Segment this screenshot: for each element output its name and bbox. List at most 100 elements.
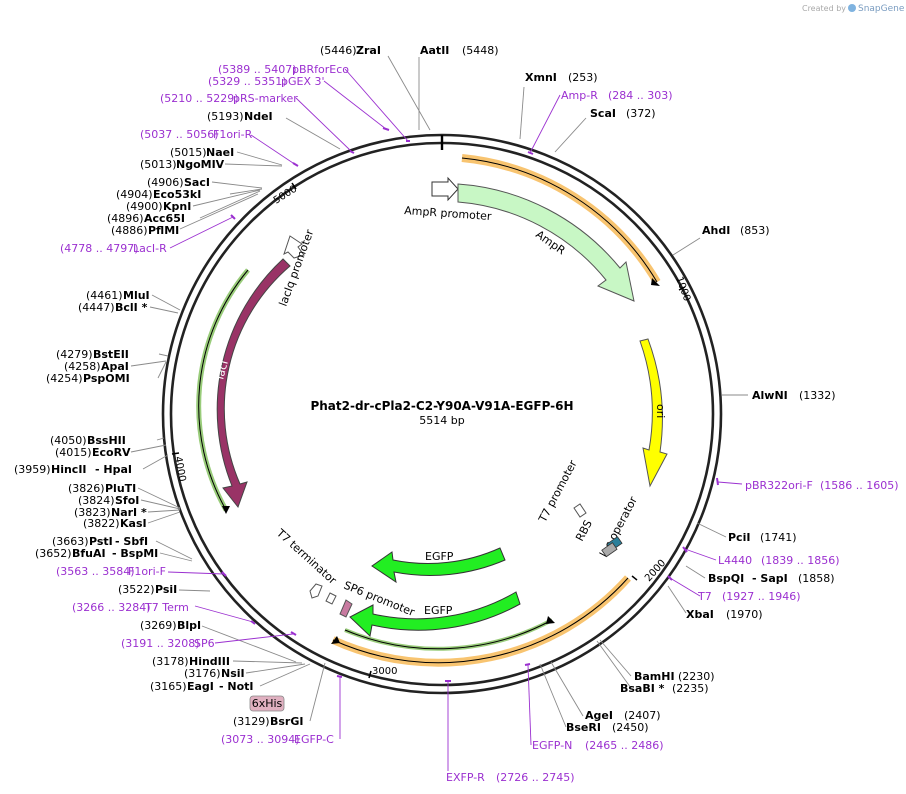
site-acc65i-pos: (4896) bbox=[107, 212, 144, 225]
site-apai-pos: (4258) bbox=[64, 360, 101, 373]
site-bsabi-pos: (2235) bbox=[672, 682, 709, 695]
site-bseri-name: BseRI bbox=[566, 721, 601, 734]
site-bcli-name: BclI * bbox=[115, 301, 148, 314]
site-agei-name: AgeI bbox=[585, 709, 613, 722]
site-mlui-pos: (4461) bbox=[86, 289, 123, 302]
site-xbai-pos: (1970) bbox=[726, 608, 763, 621]
site-zrai-pos: (5446) bbox=[320, 44, 357, 57]
primer-prsmarker-range: (5210 .. 5229) bbox=[160, 92, 239, 105]
site-bsteii-pos: (4279) bbox=[56, 348, 93, 361]
site-bcli-pos: (4447) bbox=[78, 301, 115, 314]
primer-l4440-name: L4440 bbox=[718, 554, 752, 567]
site-hindiii-pos: (3178) bbox=[152, 655, 189, 668]
site-bsrgi-name: BsrGI bbox=[270, 715, 303, 728]
primer-f1orir-range: (5037 .. 5056) bbox=[140, 128, 219, 141]
primer-pbrforeco-range: (5389 .. 5407) bbox=[218, 63, 297, 76]
site-blpi-name: BlpI bbox=[177, 619, 201, 632]
label-ampr-promoter: AmpR promoter bbox=[404, 204, 493, 223]
site-apai-name: ApaI bbox=[101, 360, 129, 373]
site-ahdi-name: AhdI bbox=[702, 224, 730, 237]
site-bfuai-pos: (3652) bbox=[35, 547, 72, 560]
label-sp6-promoter: SP6 promoter bbox=[342, 579, 417, 619]
tick-1000: 1000 bbox=[673, 275, 692, 303]
primer-sp6-range: (3191 .. 3208) bbox=[121, 637, 200, 650]
site-nsii-pos: (3176) bbox=[184, 667, 221, 680]
backbone bbox=[161, 133, 723, 695]
egfp-feature-2 bbox=[349, 591, 521, 637]
primer-sp6-name: SP6 bbox=[194, 637, 215, 650]
primer-t7term-range: (3266 .. 3284) bbox=[72, 601, 151, 614]
site-bseri-pos: (2450) bbox=[612, 721, 649, 734]
site-pluti-pos: (3826) bbox=[68, 482, 105, 495]
primer-pgex3-range: (5329 .. 5351) bbox=[208, 75, 287, 88]
site-bamhi-pos: (2230) bbox=[678, 670, 715, 683]
plasmid-length: 5514 bp bbox=[419, 414, 464, 427]
primer-pbr322orif-range: (1586 .. 1605) bbox=[820, 479, 899, 492]
primer-egfpn-name: EGFP-N bbox=[532, 739, 572, 752]
site-mlui-name: MluI bbox=[123, 289, 150, 302]
t7-promoter-arrow-icon bbox=[573, 503, 587, 518]
primer-exfpr-name: EXFP-R bbox=[446, 771, 485, 784]
site-scai-name: ScaI bbox=[590, 107, 616, 120]
orf-bands bbox=[331, 154, 661, 667]
site-bsshii-pos: (4050) bbox=[50, 434, 87, 447]
site-saci-pos: (4906) bbox=[147, 176, 184, 189]
site-psti-alt: - SbfI bbox=[115, 535, 148, 548]
site-hincii-pos: (3959) bbox=[14, 463, 51, 476]
site-pspomi-name: PspOMI bbox=[83, 372, 130, 385]
site-pluti-name: PluTI bbox=[105, 482, 136, 495]
site-aatii-name: AatII bbox=[420, 44, 449, 57]
rbs-feature bbox=[601, 542, 618, 558]
label-sixhis: 6xHis bbox=[252, 697, 283, 710]
primer-ticks bbox=[221, 127, 719, 682]
primer-t7-range: (1927 .. 1946) bbox=[722, 590, 801, 603]
site-ecorv-pos: (4015) bbox=[55, 446, 92, 459]
label-rbs: RBS bbox=[573, 518, 595, 544]
sp6-promoter-feature bbox=[339, 599, 353, 618]
site-bspqi-pos: (1858) bbox=[798, 572, 835, 585]
site-hindiii-name: HindIII bbox=[189, 655, 230, 668]
laci-feature bbox=[216, 258, 291, 509]
site-naei-name: NaeI bbox=[206, 146, 234, 159]
site-zrai-name: ZraI bbox=[356, 44, 381, 57]
site-bsshii-name: BssHII bbox=[87, 434, 126, 447]
site-naei-pos: (5015) bbox=[170, 146, 207, 159]
primer-f1orif-range: (3563 .. 3584) bbox=[56, 565, 135, 578]
site-pcii-pos: (1741) bbox=[760, 531, 797, 544]
primer-ampr-name: Amp-R bbox=[561, 89, 598, 102]
site-acc65i-name: Acc65I bbox=[144, 212, 185, 225]
site-pcii-name: PciI bbox=[728, 531, 750, 544]
primer-prsmarker-name: pRS-marker bbox=[233, 92, 298, 105]
tick-5000: 5000 bbox=[272, 184, 299, 207]
site-psii-name: PsiI bbox=[155, 583, 177, 596]
site-bspqi-name: BspQI bbox=[708, 572, 744, 585]
site-pspomi-pos: (4254) bbox=[46, 372, 83, 385]
site-alwni-pos: (1332) bbox=[799, 389, 836, 402]
primer-egfpc-range: (3073 .. 3094) bbox=[221, 733, 300, 746]
label-egfp-1: EGFP bbox=[425, 550, 454, 563]
site-eagi-name: EagI bbox=[187, 680, 214, 693]
t7-terminator-arrow-icon bbox=[325, 592, 337, 605]
ori-feature bbox=[639, 338, 668, 488]
site-bsrgi-pos: (3129) bbox=[233, 715, 270, 728]
site-bamhi-name: BamHI bbox=[634, 670, 675, 683]
site-kpni-name: KpnI bbox=[163, 200, 191, 213]
watermark-brand: SnapGene bbox=[858, 4, 905, 14]
label-egfp-2: EGFP bbox=[424, 604, 453, 617]
site-pflmi-name: PflMI bbox=[148, 224, 179, 237]
site-bfuai-alt: - BspMI bbox=[112, 547, 158, 560]
site-hincii-alt: - HpaI bbox=[95, 463, 132, 476]
label-t7-promoter: T7 promoter bbox=[536, 458, 580, 526]
label-t7-terminator: T7 terminator bbox=[273, 526, 339, 587]
site-agei-pos: (2407) bbox=[624, 709, 661, 722]
site-ngomiv-pos: (5013) bbox=[140, 158, 177, 171]
label-laci: lacI bbox=[213, 359, 230, 381]
site-bfuai-name: BfuAI bbox=[72, 547, 106, 560]
site-xmni-name: XmnI bbox=[525, 71, 557, 84]
site-psii-pos: (3522) bbox=[118, 583, 155, 596]
primer-f1orif-name: F1ori-F bbox=[128, 565, 166, 578]
site-alwni-name: AlwNI bbox=[752, 389, 788, 402]
ampr-promoter-arrow-icon bbox=[431, 176, 459, 202]
site-aatii-pos: (5448) bbox=[462, 44, 499, 57]
